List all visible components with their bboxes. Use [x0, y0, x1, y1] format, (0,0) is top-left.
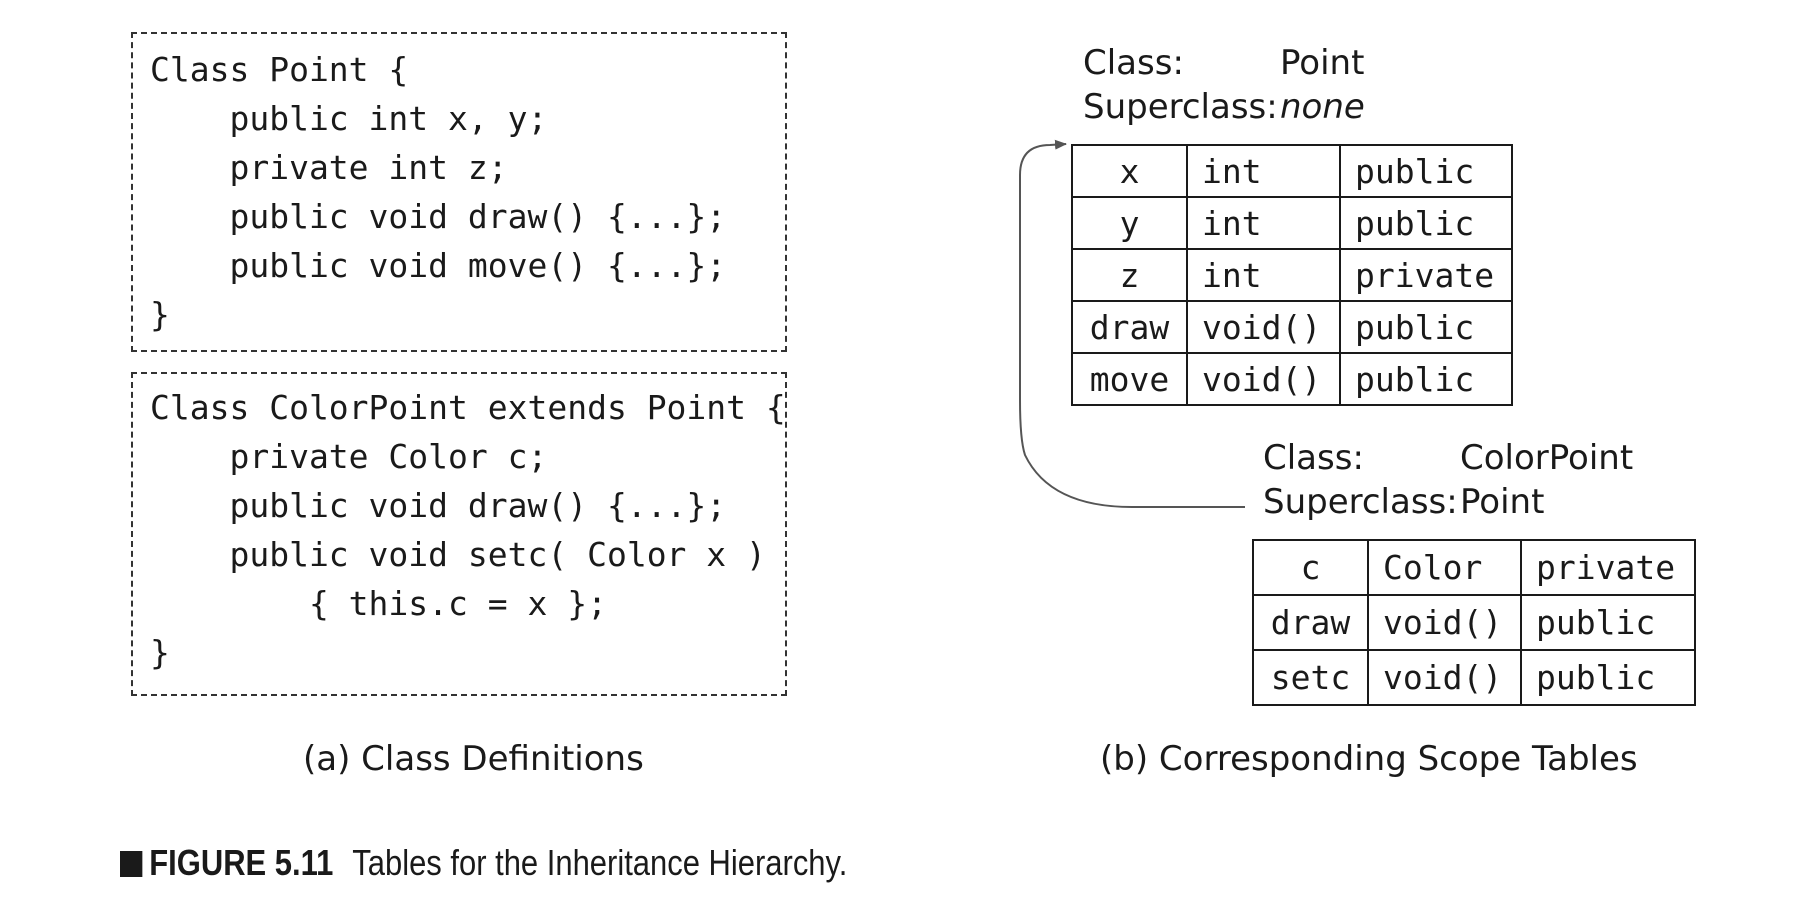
table-cell: void()	[1367, 649, 1522, 706]
code-line: { this.c = x };	[150, 584, 607, 623]
code-line: public void setc( Color x )	[150, 535, 766, 574]
table-cell: int	[1186, 196, 1341, 250]
table-cell: move	[1071, 352, 1188, 406]
table-cell: z	[1071, 248, 1188, 302]
caption-a: (a) Class Definitions	[303, 739, 644, 779]
table-row: c Color private	[1252, 539, 1696, 596]
table-cell: y	[1071, 196, 1188, 250]
colorpoint-scope-table: c Color private draw void() public setc …	[1252, 539, 1696, 706]
table-row: y int public	[1071, 196, 1513, 250]
table-row: draw void() public	[1252, 594, 1696, 651]
table-cell: private	[1520, 539, 1696, 596]
colorpoint-class-value: ColorPoint	[1460, 438, 1634, 478]
table-row: setc void() public	[1252, 649, 1696, 706]
table-cell: public	[1339, 300, 1513, 354]
table-cell: private	[1339, 248, 1513, 302]
table-cell: draw	[1071, 300, 1188, 354]
code-line: }	[150, 295, 170, 334]
table-cell: public	[1339, 144, 1513, 198]
figure-title: Tables for the Inheritance Hierarchy.	[352, 842, 848, 883]
code-line: Class Point {	[150, 50, 409, 89]
code-line: public void move() {...};	[150, 246, 727, 285]
code-line: public void draw() {...};	[150, 197, 727, 236]
code-line: public void draw() {...};	[150, 486, 727, 525]
code-line: private int z;	[150, 148, 508, 187]
class-point-definition: Class Point { public int x, y; private i…	[131, 32, 787, 352]
code-line: public int x, y;	[150, 99, 548, 138]
table-cell: draw	[1252, 594, 1369, 651]
table-cell: c	[1252, 539, 1369, 596]
colorpoint-superclass-value: Point	[1460, 482, 1545, 522]
point-superclass-value: none	[1280, 87, 1365, 127]
table-row: x int public	[1071, 144, 1513, 198]
colorpoint-superclass-label: Superclass:	[1263, 482, 1458, 522]
table-row: z int private	[1071, 248, 1513, 302]
point-class-label: Class:	[1083, 43, 1184, 83]
table-cell: x	[1071, 144, 1188, 198]
colorpoint-class-label: Class:	[1263, 438, 1364, 478]
point-scope-table: x int public y int public z int private …	[1071, 144, 1513, 406]
table-cell: public	[1339, 352, 1513, 406]
table-cell: int	[1186, 144, 1341, 198]
code-line: }	[150, 633, 170, 672]
table-cell: public	[1520, 594, 1696, 651]
table-cell: public	[1520, 649, 1696, 706]
table-cell: setc	[1252, 649, 1369, 706]
table-cell: void()	[1186, 300, 1341, 354]
code-line: private Color c;	[150, 437, 548, 476]
table-cell: int	[1186, 248, 1341, 302]
code-line: Class ColorPoint extends Point {	[150, 388, 786, 427]
figure-number: FIGURE 5.11	[149, 842, 334, 883]
point-class-value: Point	[1280, 43, 1365, 83]
class-colorpoint-definition: Class ColorPoint extends Point { private…	[131, 372, 787, 696]
table-cell: void()	[1367, 594, 1522, 651]
table-cell: void()	[1186, 352, 1341, 406]
point-superclass-label: Superclass:	[1083, 87, 1278, 127]
table-cell: public	[1339, 196, 1513, 250]
square-bullet-icon	[120, 851, 143, 877]
figure-caption: FIGURE 5.11 Tables for the Inheritance Hi…	[120, 842, 847, 884]
table-row: move void() public	[1071, 352, 1513, 406]
table-row: draw void() public	[1071, 300, 1513, 354]
table-cell: Color	[1367, 539, 1522, 596]
caption-b: (b) Corresponding Scope Tables	[1100, 739, 1638, 779]
